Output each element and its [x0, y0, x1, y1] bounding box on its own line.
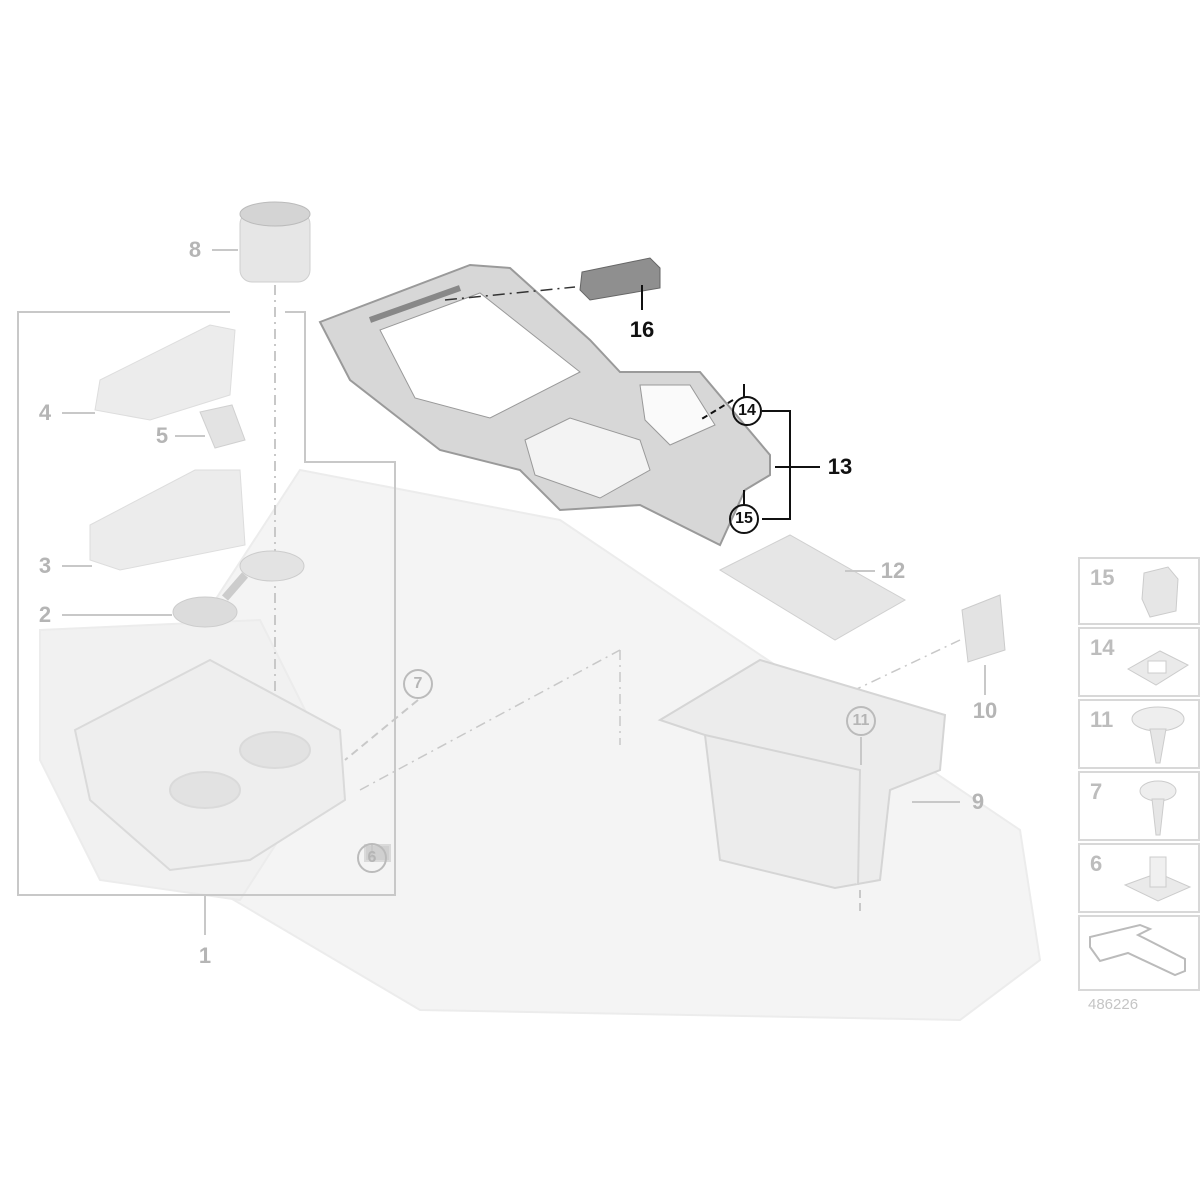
part-16-cover [579, 257, 661, 301]
legend-item-7: 7 [1078, 771, 1200, 841]
part-13-trim-panel [318, 263, 771, 547]
part-3-box [89, 469, 246, 571]
callout-2: 2 [38, 602, 52, 627]
callout-4: 4 [38, 400, 52, 425]
callout-15: 15 [729, 504, 759, 534]
clip-nut-icon [1126, 650, 1190, 686]
callout-10: 10 [972, 698, 998, 723]
part-10-bracket [961, 594, 1006, 663]
legend-item-6: 6 [1078, 843, 1200, 913]
diagram-id: 486226 [1088, 996, 1139, 1013]
clip-base-icon [1123, 856, 1192, 902]
callout-11: 11 [846, 706, 876, 736]
callout-9: 9 [971, 789, 985, 814]
callout-13: 13 [827, 454, 853, 479]
part-2-mat [172, 596, 238, 628]
callout-14: 14 [732, 396, 762, 426]
part-8-cup [239, 201, 311, 283]
callout-16: 16 [629, 317, 655, 342]
direction-arrow-icon [1089, 923, 1186, 977]
legend-item-11: 11 [1078, 699, 1200, 769]
legend-item-14: 14 [1078, 627, 1200, 697]
part-5-insert [199, 404, 246, 449]
cupholder-assembly [73, 658, 391, 872]
callout-1: 1 [198, 943, 212, 968]
screw-icon [1139, 780, 1177, 836]
part-12-mat [718, 534, 907, 641]
screw-washer-icon [1131, 706, 1185, 764]
callout-3: 3 [38, 553, 52, 578]
clip-icon [1141, 566, 1179, 618]
callout-12: 12 [880, 558, 906, 583]
legend-item-15: 15 [1078, 557, 1200, 625]
callout-6: 6 [357, 843, 387, 873]
group-1-bracket [17, 311, 396, 896]
callout-5: 5 [155, 423, 169, 448]
callout-7: 7 [403, 669, 433, 699]
part-4-tray [94, 324, 236, 421]
callout-8: 8 [188, 237, 202, 262]
legend-item-direction [1078, 915, 1200, 991]
